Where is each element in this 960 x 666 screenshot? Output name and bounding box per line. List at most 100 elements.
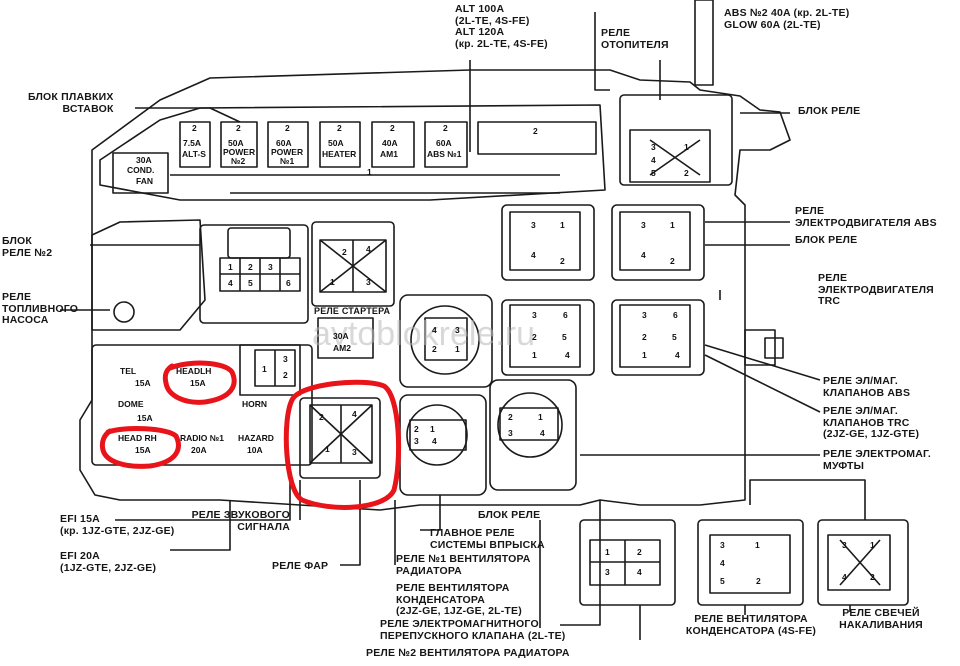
- svg-text:1: 1: [755, 540, 760, 550]
- label-relay-block-top: БЛОК РЕЛЕ: [798, 105, 861, 117]
- svg-text:1: 1: [455, 344, 460, 354]
- label-trc-valve-relay: РЕЛЕ ЭЛ/МАГ. КЛАПАНОВ TRC (2JZ-GE, 1JZ-G…: [823, 405, 920, 440]
- svg-text:4: 4: [366, 244, 371, 254]
- mini-fuse-name: TEL: [120, 366, 136, 376]
- svg-text:4: 4: [637, 567, 642, 577]
- svg-text:2: 2: [508, 412, 513, 422]
- fuse-name: ABS №1: [427, 149, 462, 159]
- svg-text:3: 3: [455, 325, 460, 335]
- mini-fuse-amp: 15A: [190, 378, 206, 388]
- label-alt-fuse: ALT 100A (2L-TE, 4S-FE) ALT 120A (кр. 2L…: [455, 3, 548, 50]
- svg-text:4: 4: [651, 155, 656, 165]
- am2-label: AM2: [333, 343, 351, 353]
- fuse-rating: 60A: [436, 138, 452, 148]
- svg-text:4: 4: [720, 558, 725, 568]
- fuse-top: 2: [285, 123, 290, 133]
- am2-rating: 30A: [333, 331, 349, 341]
- label-fan1-relay: РЕЛЕ №1 ВЕНТИЛЯТОРА РАДИАТОРА: [396, 553, 531, 577]
- label-abs-motor-relay: РЕЛЕ ЭЛЕКТРОДВИГАТЕЛЯ ABS: [795, 205, 937, 229]
- svg-text:6: 6: [286, 278, 291, 288]
- svg-text:4: 4: [641, 250, 646, 260]
- highlight-headlight-relay: [283, 379, 402, 510]
- svg-text:3: 3: [605, 567, 610, 577]
- label-relay-block-mid: БЛОК РЕЛЕ: [795, 234, 858, 246]
- svg-text:2: 2: [248, 262, 253, 272]
- label-abs2-glow: ABS №2 40A (кр. 2L-TE) GLOW 60A (2L-TE): [724, 7, 850, 31]
- svg-text:6: 6: [673, 310, 678, 320]
- svg-text:1: 1: [605, 547, 610, 557]
- svg-text:6: 6: [563, 310, 568, 320]
- svg-text:4: 4: [228, 278, 233, 288]
- fuse-top: 2: [236, 123, 241, 133]
- svg-text:4: 4: [842, 572, 847, 582]
- fuse-num: №1: [280, 156, 294, 166]
- fuse-name: HEATER: [322, 149, 356, 159]
- svg-text:1: 1: [670, 220, 675, 230]
- label-headlight-relay: РЕЛЕ ФАР: [272, 560, 329, 572]
- svg-text:2: 2: [560, 256, 565, 266]
- svg-text:1: 1: [560, 220, 565, 230]
- label-main-efi-relay: ГЛАВНОЕ РЕЛЕ СИСТЕМЫ ВПРЫСКА: [430, 527, 545, 551]
- fuse-top: 2: [390, 123, 395, 133]
- fuse-rating: 50A: [328, 138, 344, 148]
- fuse-name: POWER: [223, 147, 255, 157]
- svg-text:2: 2: [670, 256, 675, 266]
- svg-text:3: 3: [720, 540, 725, 550]
- svg-text:1: 1: [684, 142, 689, 152]
- fuse-name: POWER: [271, 147, 303, 157]
- svg-text:1: 1: [642, 350, 647, 360]
- mini-fuse-amp: 15A: [137, 413, 153, 423]
- svg-text:1: 1: [870, 540, 875, 550]
- svg-text:3: 3: [352, 447, 357, 457]
- cond-fan-rating: 30A: [136, 155, 152, 165]
- svg-text:2: 2: [684, 168, 689, 178]
- svg-text:5: 5: [651, 168, 656, 178]
- svg-text:3: 3: [414, 436, 419, 446]
- label-relay-block-bottom: БЛОК РЕЛЕ: [478, 509, 541, 521]
- svg-text:1: 1: [325, 444, 330, 454]
- svg-text:3: 3: [651, 142, 656, 152]
- svg-text:1: 1: [538, 412, 543, 422]
- fuse-name: AM1: [380, 149, 398, 159]
- mini-fuse-amp: 15A: [135, 445, 151, 455]
- fuse-num: №2: [231, 156, 245, 166]
- svg-text:2: 2: [756, 576, 761, 586]
- label-fan2-relay: РЕЛЕ №2 ВЕНТИЛЯТОРА РАДИАТОРА: [366, 647, 570, 659]
- svg-text:2: 2: [870, 572, 875, 582]
- svg-text:5: 5: [248, 278, 253, 288]
- mini-fuse-name: HEADLH: [176, 366, 211, 376]
- svg-text:2: 2: [642, 332, 647, 342]
- svg-text:3: 3: [508, 428, 513, 438]
- fuse-top: 2: [443, 123, 448, 133]
- fuse-rating: 7.5A: [183, 138, 201, 148]
- svg-text:1: 1: [228, 262, 233, 272]
- svg-text:1: 1: [430, 424, 435, 434]
- fuse-top: 2: [337, 123, 342, 133]
- fuse-name: ALT-S: [182, 149, 206, 159]
- svg-text:4: 4: [531, 250, 536, 260]
- mini-fuse-amp: 15A: [135, 378, 151, 388]
- label-cond-fan-relay: РЕЛЕ ВЕНТИЛЯТОРА КОНДЕНСАТОРА (2JZ-GE, 1…: [396, 582, 522, 617]
- label-efi-20a: EFI 20A (1JZ-GTE, 2JZ-GE): [60, 550, 157, 574]
- svg-text:2: 2: [283, 370, 288, 380]
- svg-text:3: 3: [532, 310, 537, 320]
- svg-text:4: 4: [432, 436, 437, 446]
- fuse-bus-2: 2: [533, 126, 538, 136]
- mini-fuse-amp: 20A: [191, 445, 207, 455]
- mini-fuse-name: HAZARD: [238, 433, 274, 443]
- fuse-rating: 50A: [228, 138, 244, 148]
- label-fuel-pump-relay: РЕЛЕ ТОПЛИВНОГО НАСОСА: [2, 291, 79, 326]
- fuse-rating: 60A: [276, 138, 292, 148]
- svg-text:4: 4: [540, 428, 545, 438]
- svg-text:2: 2: [414, 424, 419, 434]
- label-trc-motor-relay: РЕЛЕ ЭЛЕКТРОДВИГАТЕЛЯ TRC: [818, 272, 934, 307]
- label-clutch-relay: РЕЛЕ ЭЛЕКТРОМАГ. МУФТЫ: [823, 448, 931, 472]
- svg-text:2: 2: [637, 547, 642, 557]
- mini-fuse-name: RADIO №1: [180, 433, 224, 443]
- cond-fan-label: COND.: [127, 165, 154, 175]
- mini-fuse-name: HORN: [242, 399, 267, 409]
- svg-text:4: 4: [352, 409, 357, 419]
- svg-text:2: 2: [532, 332, 537, 342]
- label-glow-relay: РЕЛЕ СВЕЧЕЙ НАКАЛИВАНИЯ: [839, 607, 923, 631]
